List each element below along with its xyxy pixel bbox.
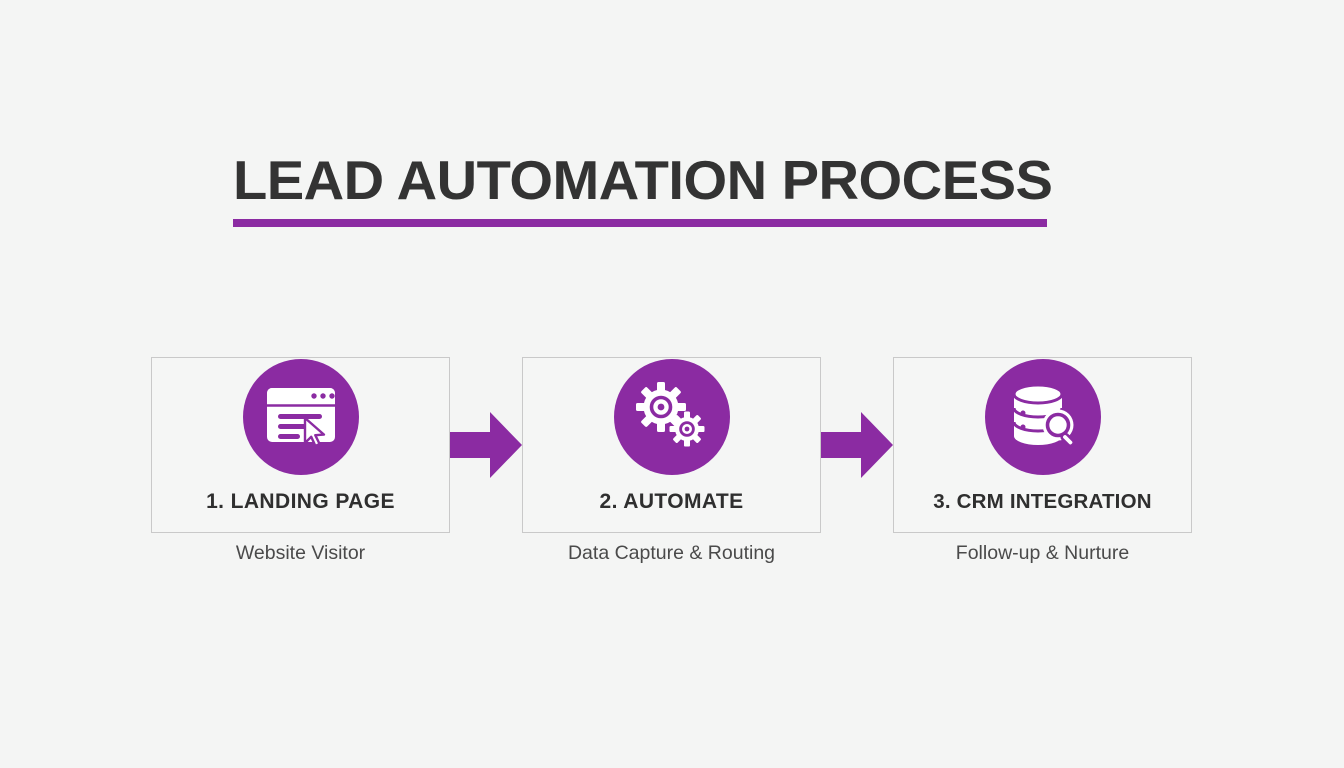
process-step-crm-integration[interactable]: 3. CRM INTEGRATION Follow-up & Nurture — [893, 357, 1192, 568]
step-card[interactable]: 3. CRM INTEGRATION — [893, 357, 1192, 533]
process-flow: 1. LANDING PAGE Website Visitor — [151, 357, 1192, 597]
title-underline-rule — [233, 218, 1047, 227]
gears-icon — [613, 359, 730, 475]
arrow-right-icon-1 — [450, 357, 522, 533]
process-step-automate[interactable]: 2. AUTOMATE Data Capture & Routing — [522, 357, 821, 568]
step-caption: Website Visitor — [235, 542, 366, 564]
step-caption: Follow-up & Nurture — [955, 542, 1130, 564]
step-card[interactable]: 1. LANDING PAGE — [151, 357, 450, 533]
process-step-landing-page[interactable]: 1. LANDING PAGE Website Visitor — [151, 357, 450, 568]
step-label: 2. AUTOMATE — [599, 490, 744, 513]
arrow-right-icon-2 — [821, 357, 893, 533]
browser-window-cursor-icon — [242, 359, 359, 475]
database-search-icon — [984, 359, 1101, 475]
title-block: LEAD AUTOMATION PROCESS — [233, 151, 1053, 227]
step-caption: Data Capture & Routing — [567, 542, 776, 564]
page-title: LEAD AUTOMATION PROCESS — [233, 149, 1053, 211]
step-card[interactable]: 2. AUTOMATE — [522, 357, 821, 533]
step-label: 1. LANDING PAGE — [206, 490, 395, 513]
step-label: 3. CRM INTEGRATION — [933, 490, 1152, 513]
